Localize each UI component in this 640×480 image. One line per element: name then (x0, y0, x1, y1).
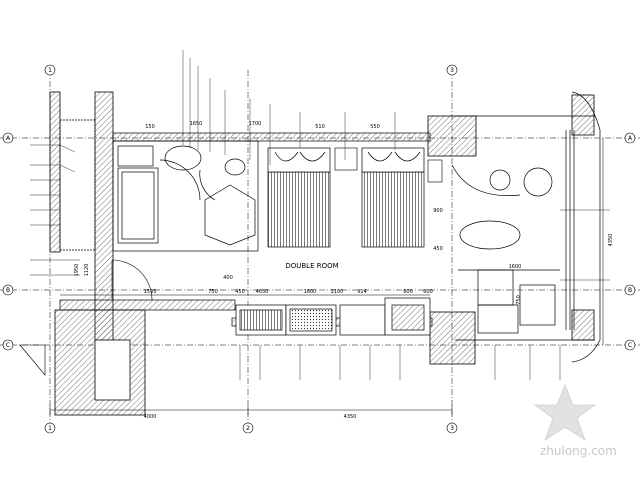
axis-label-2: 2 (246, 425, 250, 432)
axis-label-b-right: B (628, 287, 632, 294)
window-wall (455, 91, 601, 363)
dim-bottom-1: 4000 (144, 414, 157, 420)
bed-left (267, 147, 331, 248)
dim-corridor-6: 2100 (331, 289, 344, 295)
nightstands (334, 147, 443, 183)
axis-label-1-bottom: 1 (48, 425, 52, 432)
room-label: DOUBLE ROOM (285, 262, 338, 270)
sitting-area (451, 164, 560, 334)
axis-label-c-right: C (628, 342, 632, 349)
dim-corridor-3: 450 (235, 289, 245, 295)
axis-label-b: B (6, 287, 10, 294)
entry-door (19, 259, 153, 376)
axis-label-1: 1 (48, 67, 52, 74)
dim-corridor-1: 1595 (144, 289, 157, 295)
bathroom (59, 119, 259, 252)
dim-misc-4: 1600 (509, 264, 522, 270)
axis-markers (2, 64, 636, 434)
dim-misc-12: 750 (516, 295, 522, 305)
axis-label-a: A (6, 135, 11, 142)
dim-misc-9: 1120 (84, 264, 90, 277)
dimension-lines (49, 138, 604, 415)
dim-corridor-9: 600 (423, 289, 433, 295)
dim-corridor-7: 914 (357, 289, 367, 295)
dim-bottom-2: 4350 (344, 414, 357, 420)
watermark-logo (533, 383, 597, 441)
axis-label-c: C (6, 342, 10, 349)
dim-misc-2: 450 (433, 246, 443, 252)
watermark-text: zhulong.com (540, 444, 617, 458)
dim-misc-5: 510 (315, 124, 325, 130)
axis-label-3-bottom: 3 (450, 425, 454, 432)
dim-misc-11: 1700 (249, 121, 262, 127)
dim-misc-10: 1950 (74, 264, 80, 277)
dim-misc-7: 550 (370, 124, 380, 130)
dim-misc-6: 150 (145, 124, 155, 130)
bed-right (361, 147, 425, 248)
dim-corridor-4: 4650 (256, 289, 269, 295)
dim-misc-8: 900 (433, 208, 443, 214)
dim-corridor-5: 1600 (304, 289, 317, 295)
structural-walls (49, 91, 595, 416)
axis-label-a-right: A (628, 135, 633, 142)
dim-misc-3: 1650 (190, 121, 203, 127)
leader-lines (30, 50, 610, 380)
dim-right: 4350 (608, 234, 614, 247)
dim-corridor-2: 750 (208, 289, 218, 295)
dim-misc-1: 400 (223, 275, 233, 281)
axis-label-3: 3 (450, 67, 454, 74)
dim-corridor-8: 800 (403, 289, 413, 295)
wardrobe-strip (235, 297, 431, 336)
